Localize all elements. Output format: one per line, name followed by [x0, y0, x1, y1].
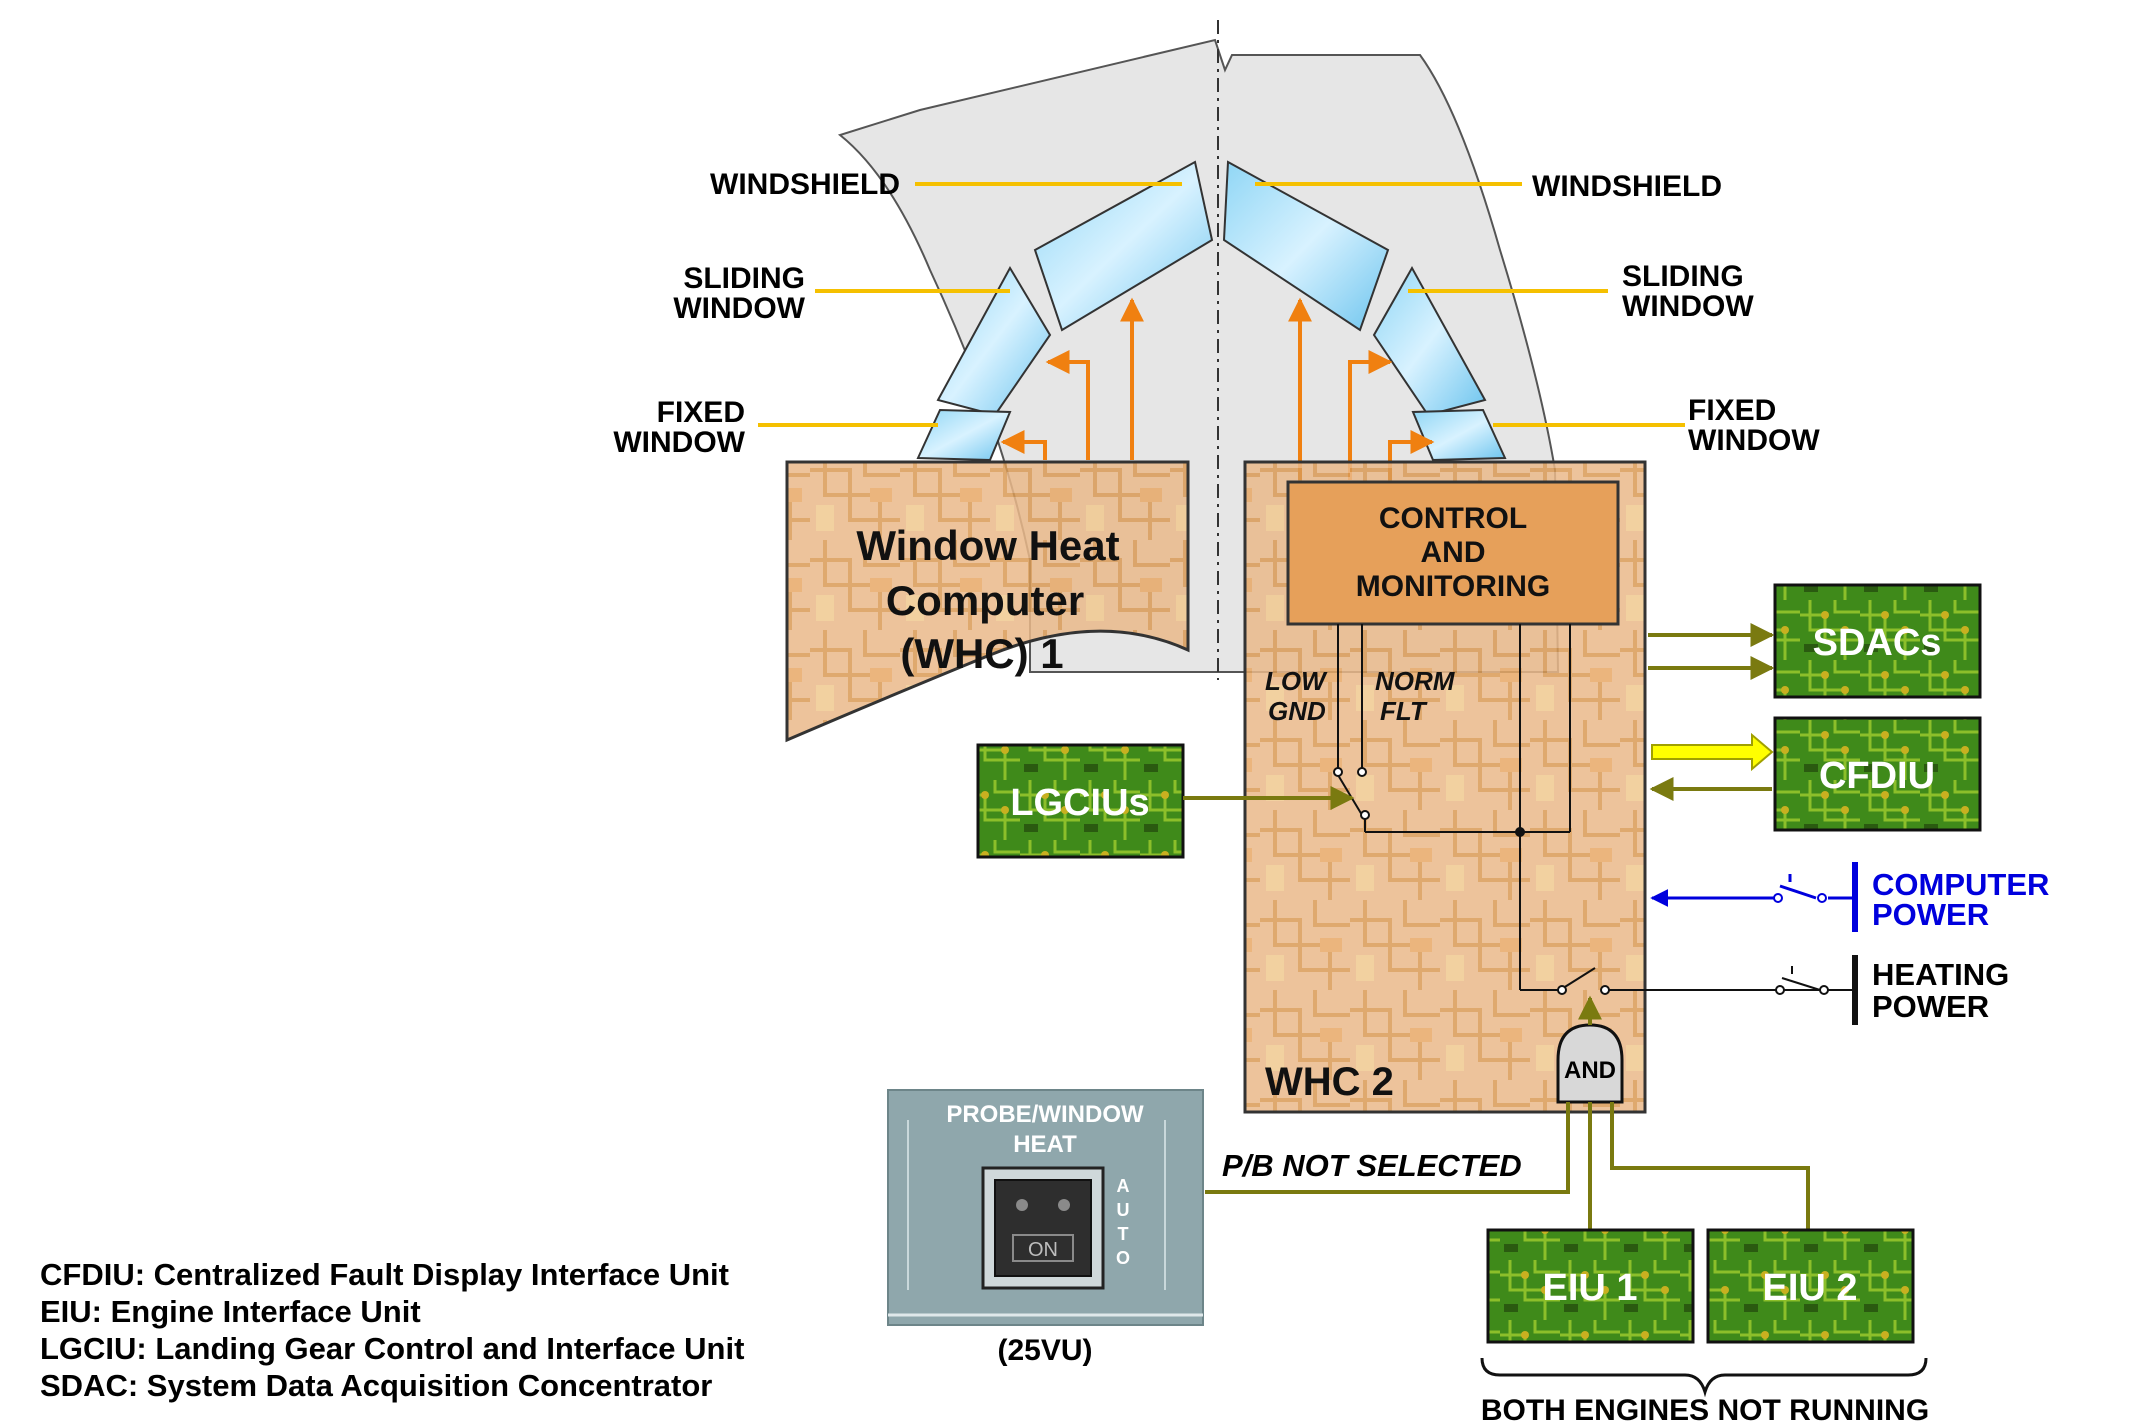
lgcius-module — [976, 743, 1185, 859]
cfdiu-output-arrow — [1651, 732, 1774, 772]
junction-dot — [1515, 827, 1525, 837]
fixed-window-left — [916, 408, 1012, 462]
fixed-right-label-line1: FIXED — [1688, 394, 1776, 427]
sdacs-label: SDACs — [1813, 622, 1942, 664]
control-line1: CONTROL — [1379, 502, 1527, 535]
pb-not-selected-label: P/B NOT SELECTED — [1222, 1148, 1522, 1183]
switch-contact-norm — [1357, 767, 1367, 777]
legend-sdac: SDAC: System Data Acquisition Concentrat… — [40, 1368, 712, 1403]
lgcius-label: LGCIUs — [1010, 782, 1149, 824]
pushbutton-light-left — [1016, 1199, 1028, 1211]
control-line2: AND — [1421, 536, 1486, 569]
whc1-title-line1: Window Heat — [856, 522, 1119, 569]
engines-brace — [1480, 1357, 1928, 1398]
cfdiu-label: CFDIU — [1819, 755, 1935, 797]
heating-switch-contact-a — [1557, 985, 1567, 995]
fixed-left-label-line1: FIXED — [657, 396, 745, 429]
sliding-right-label-line1: SLIDING — [1622, 260, 1744, 293]
heating-power-contact-b — [1775, 985, 1785, 995]
leader-lines — [758, 182, 1685, 427]
sliding-window-left — [936, 265, 1052, 417]
sdacs-module — [1773, 583, 1982, 699]
heat-arrows-left — [1000, 297, 1144, 460]
switch-contact-low — [1333, 767, 1343, 777]
control-line3: MONITORING — [1356, 570, 1550, 603]
windshield-right-label: WINDSHIELD — [1532, 170, 1722, 203]
heating-power-label-line2: POWER — [1872, 989, 1989, 1024]
panel-title-line1: PROBE/WINDOW — [946, 1101, 1144, 1128]
panel-title-line2: HEAT — [1013, 1131, 1077, 1158]
fixed-left-label-line2: WINDOW — [613, 426, 745, 459]
eiu1-module — [1486, 1228, 1695, 1344]
whc2-title: WHC 2 — [1265, 1060, 1394, 1104]
cfdiu-module — [1773, 716, 1982, 832]
auto-letter-a: A — [1117, 1176, 1130, 1196]
control-monitoring-block — [1286, 480, 1620, 626]
sliding-window-right — [1372, 265, 1487, 417]
computer-power-label-line2: POWER — [1872, 897, 1989, 932]
computer-power-contact-b — [1773, 893, 1783, 903]
pushbutton-on-legend — [1012, 1234, 1074, 1262]
legend-lgciu: LGCIU: Landing Gear Control and Interfac… — [40, 1331, 744, 1366]
whc1-box — [785, 460, 1190, 743]
whc1-title-line3: (WHC) 1 — [900, 630, 1063, 677]
whc1-title-line2: Computer — [886, 577, 1084, 624]
switch-label-low: LOW — [1265, 666, 1328, 696]
sliding-left-label-line1: SLIDING — [683, 262, 805, 295]
engines-not-running-label: BOTH ENGINES NOT RUNNING — [1481, 1394, 1929, 1423]
heating-switch-contact-b — [1600, 985, 1610, 995]
heating-power-label-line1: HEATING — [1872, 957, 2009, 992]
legend-cfdiu: CFDIU: Centralized Fault Display Interfa… — [40, 1257, 729, 1292]
and-gate-label: AND — [1564, 1057, 1616, 1084]
eiu1-label: EIU 1 — [1542, 1267, 1637, 1309]
windshield-left-label: WINDSHIELD — [710, 168, 900, 201]
sliding-left-label-line2: WINDOW — [673, 292, 805, 325]
eiu2-module — [1706, 1228, 1915, 1344]
and-inputs — [1205, 1102, 1810, 1230]
windshield-right — [1222, 160, 1390, 332]
switch-label-norm: NORM — [1375, 666, 1456, 696]
computer-power-contact-a — [1817, 893, 1827, 903]
computer-power-label-line1: COMPUTER — [1872, 867, 2049, 902]
switch-pivot — [1360, 810, 1370, 820]
legend-eiu: EIU: Engine Interface Unit — [40, 1294, 421, 1329]
sdac-arrows — [1648, 623, 1775, 680]
fixed-window-right — [1411, 408, 1507, 462]
auto-letter-u: U — [1117, 1200, 1130, 1220]
sliding-right-label-line2: WINDOW — [1622, 290, 1754, 323]
panel-caption: (25VU) — [997, 1334, 1092, 1367]
fixed-right-label-line2: WINDOW — [1688, 424, 1820, 457]
heating-power-contact-a — [1819, 985, 1829, 995]
computer-power-line — [1650, 874, 1855, 907]
eiu2-label: EIU 2 — [1762, 1267, 1857, 1309]
pushbutton-on-label: ON — [1028, 1239, 1058, 1261]
switch-label-flt: FLT — [1380, 696, 1428, 726]
switch-label-gnd: GND — [1268, 696, 1326, 726]
windshield-left — [1033, 160, 1214, 332]
heating-power-line — [1612, 966, 1855, 991]
auto-letter-o: O — [1116, 1248, 1130, 1268]
auto-letter-t: T — [1118, 1224, 1129, 1244]
pushbutton-light-right — [1058, 1199, 1070, 1211]
